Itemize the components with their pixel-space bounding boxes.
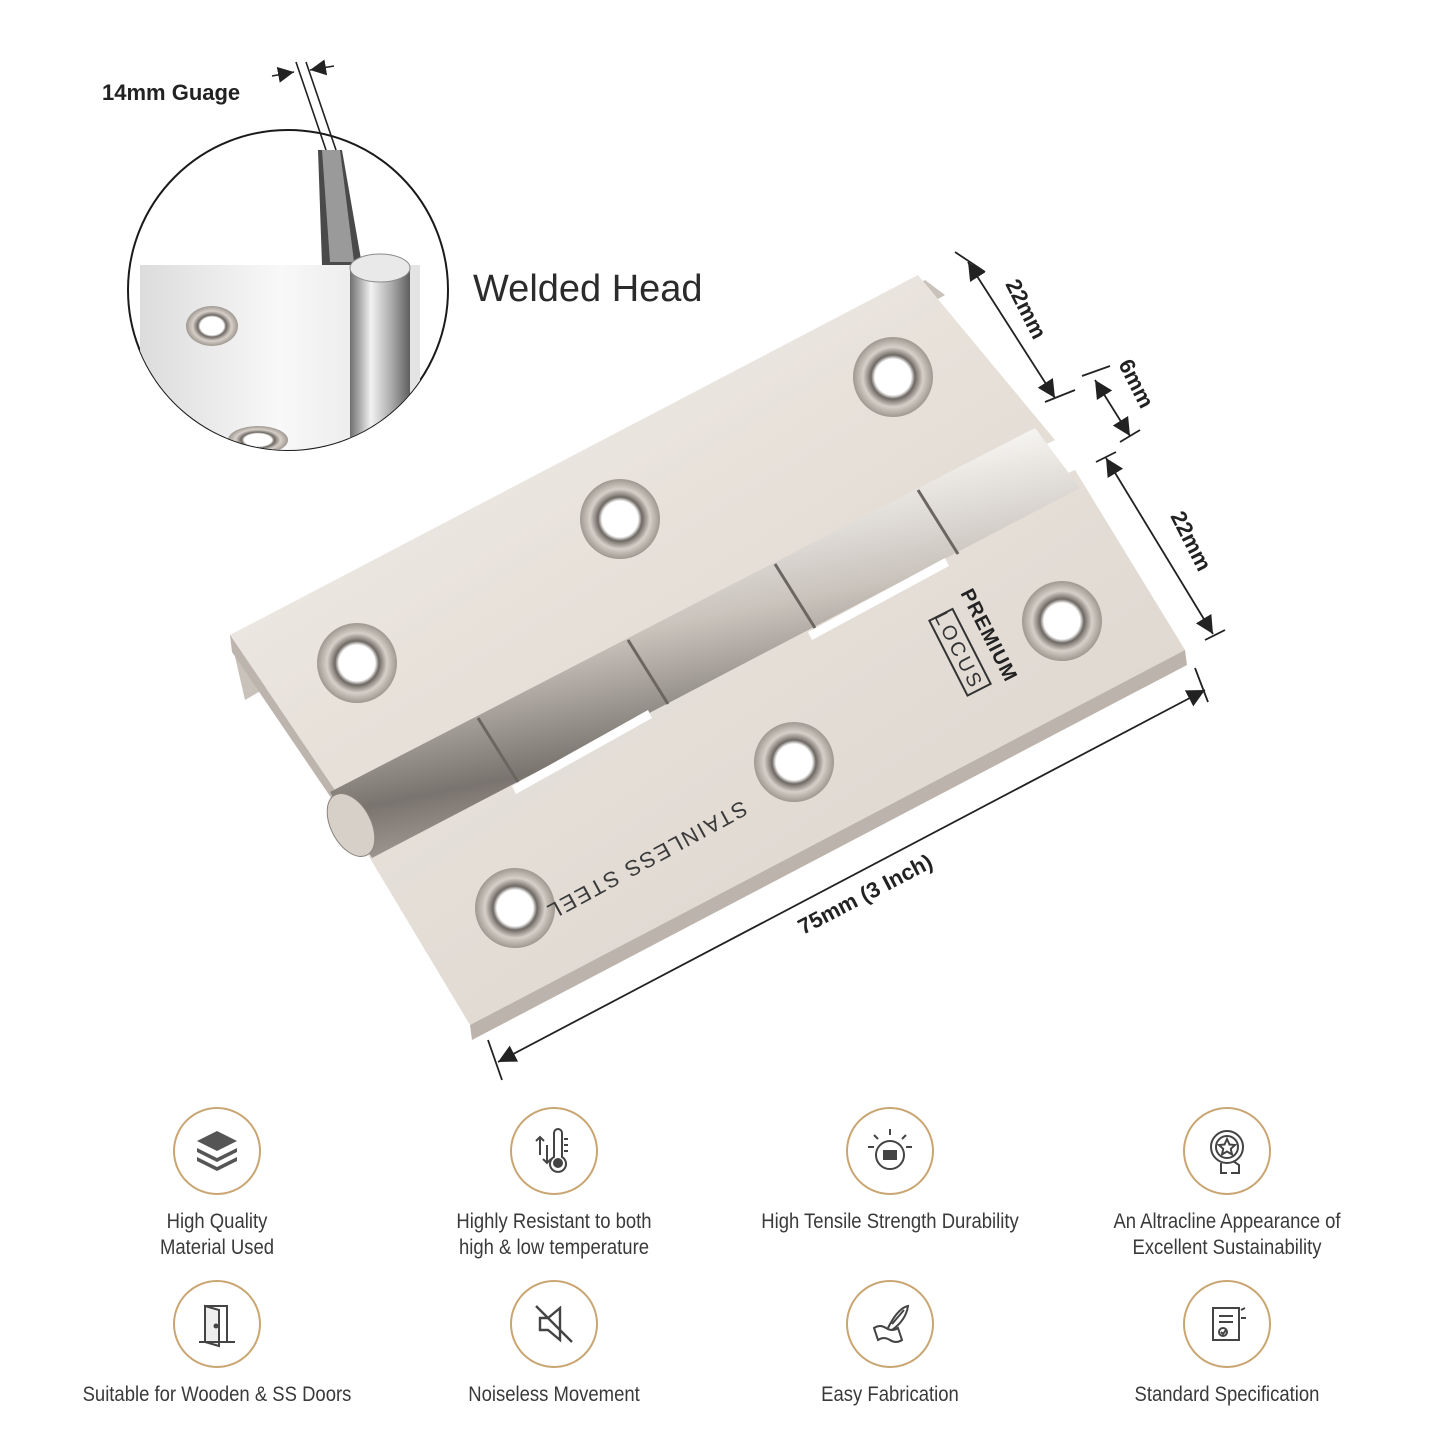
dim-knuckle: 6mm [1114, 355, 1160, 412]
feature-appearance: An Altracline Appearance of Excellent Su… [1057, 1107, 1397, 1261]
feature-label: Standard Specification [1134, 1383, 1320, 1406]
feature-strength: High Tensile Strength Durability [720, 1107, 1060, 1235]
thermometer-icon [510, 1107, 598, 1195]
feature-doors: Suitable for Wooden & SS Doors [47, 1280, 387, 1408]
dimension-lines [487, 251, 1226, 1081]
dim-leaf-top: 22mm [1001, 275, 1052, 343]
layers-icon [173, 1107, 261, 1195]
gauge-dimension [271, 59, 337, 151]
feature-material: High Quality Material Used [47, 1107, 387, 1261]
dim-leaf-bottom: 22mm [1166, 507, 1217, 575]
feature-label: Easy Fabrication [821, 1383, 959, 1406]
product-illustration: STAINLESS STEEL LOCUS PREMIUM 22mm 6mm 2… [127, 59, 1226, 1081]
feature-label: Highly Resistant to both high & low temp… [456, 1210, 652, 1259]
feature-label: An Altracline Appearance of Excellent Su… [1113, 1210, 1341, 1259]
feature-temperature: Highly Resistant to both high & low temp… [384, 1107, 724, 1261]
zoom-callout [127, 129, 449, 451]
door-icon [173, 1280, 261, 1368]
feature-label: Noiseless Movement [468, 1383, 640, 1406]
feature-label: Suitable for Wooden & SS Doors [82, 1383, 352, 1406]
screw-holes [317, 337, 1102, 948]
mute-speaker-icon [510, 1280, 598, 1368]
welded-head-label: Welded Head [473, 268, 703, 310]
feature-label: High Tensile Strength Durability [761, 1210, 1019, 1233]
strength-gear-icon [846, 1107, 934, 1195]
star-badge-icon [1183, 1107, 1271, 1195]
feature-fabrication: Easy Fabrication [720, 1280, 1060, 1408]
feature-label: High Quality Material Used [159, 1210, 275, 1259]
gauge-label: 14mm Guage [102, 80, 241, 105]
feather-paper-icon [846, 1280, 934, 1368]
feature-specification: Standard Specification [1057, 1280, 1397, 1408]
feature-noiseless: Noiseless Movement [384, 1280, 724, 1408]
certificate-icon [1183, 1280, 1271, 1368]
